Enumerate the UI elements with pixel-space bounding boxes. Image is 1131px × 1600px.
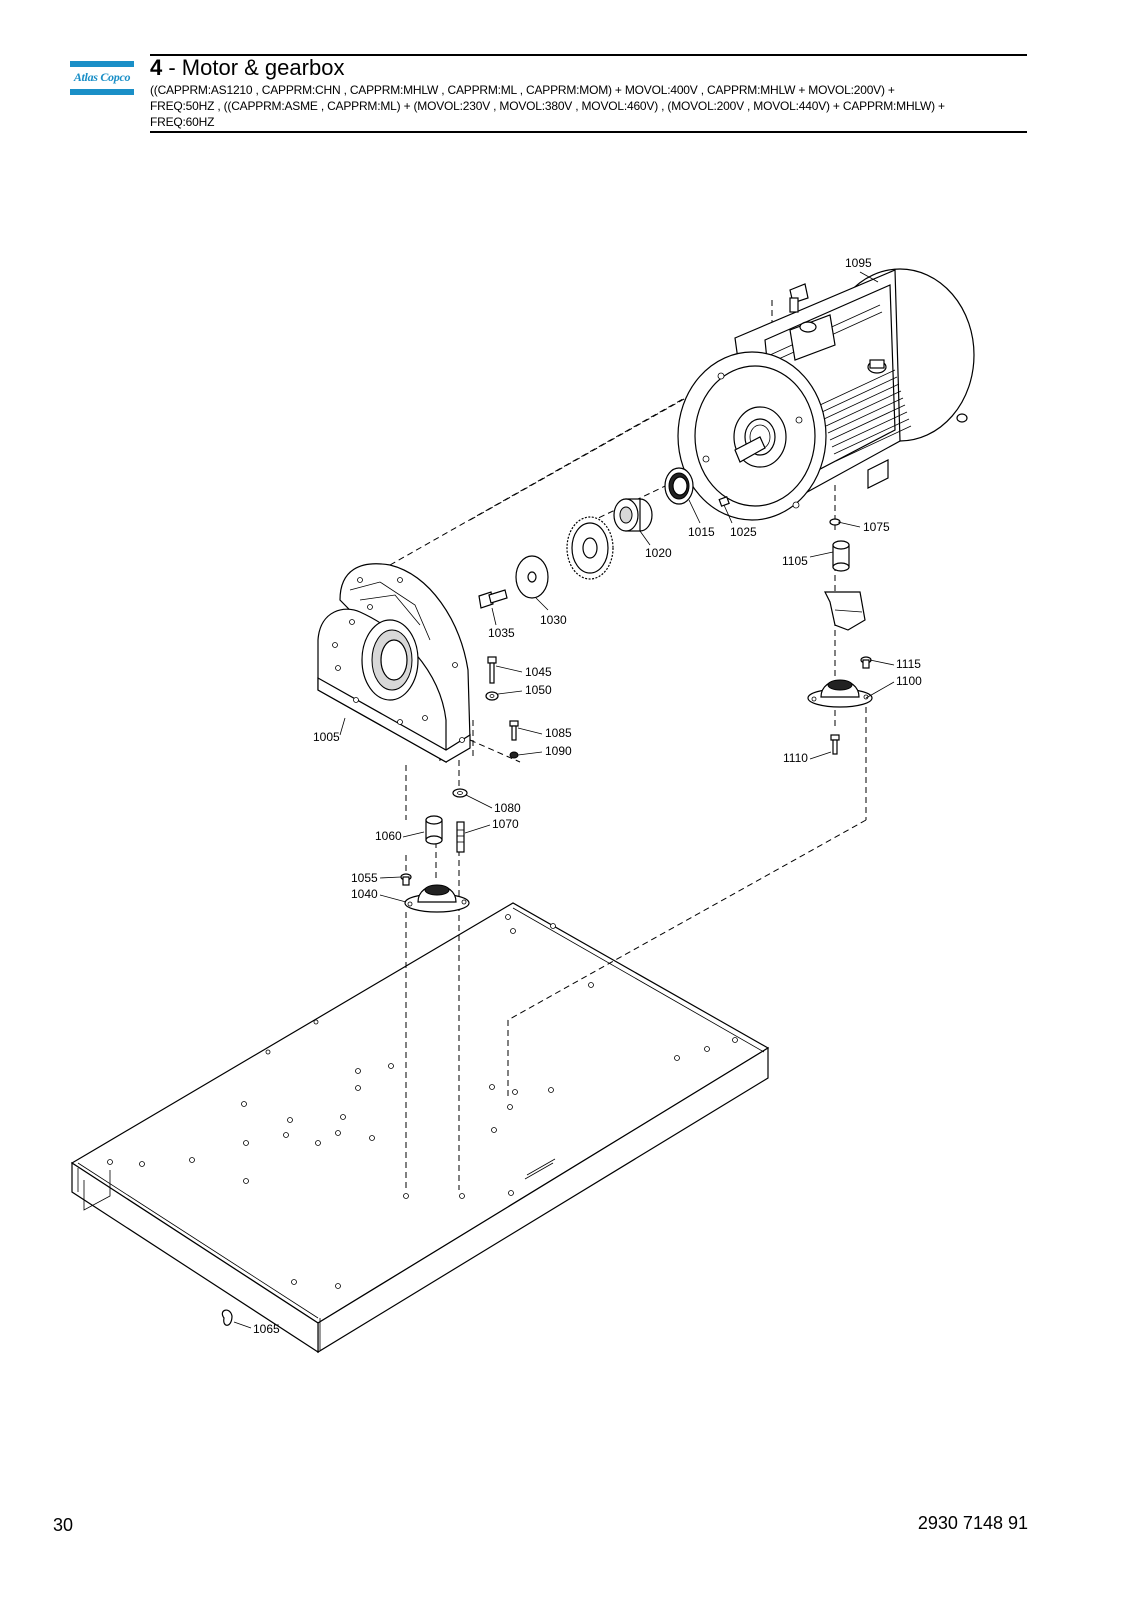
bracket [824, 591, 866, 631]
disc-1030 [515, 555, 549, 599]
callout-1090: 1090 [545, 744, 572, 758]
logo-bar-bottom [70, 89, 134, 95]
stud-1070 [456, 821, 465, 853]
callout-1015: 1015 [688, 525, 715, 539]
header-rule-top [150, 54, 1027, 56]
callout-numbers: 1095 1075 1015 1025 1020 1105 1030 1035 … [253, 256, 922, 1336]
callout-1110: 1110 [783, 751, 808, 765]
spacer-1105 [832, 540, 850, 572]
bushing-1020 [613, 498, 653, 532]
washer-1050 [485, 691, 499, 701]
motor-bolt [789, 283, 809, 313]
callout-1105: 1105 [782, 554, 808, 568]
screw-1055 [400, 873, 412, 886]
callout-1115: 1115 [896, 657, 921, 671]
washer-1090 [509, 751, 519, 759]
callout-1040: 1040 [351, 887, 378, 901]
bolt-1045 [487, 656, 497, 684]
seal-ring-1015 [664, 467, 694, 505]
leader-lines [233, 271, 895, 1329]
assembly-lines [389, 300, 867, 1190]
page-number: 30 [53, 1515, 74, 1535]
callout-1020: 1020 [645, 546, 672, 560]
mount-1100 [807, 679, 873, 708]
bolt-1035 [478, 589, 508, 609]
condition-line: ((CAPPRM:AS1210 , CAPPRM:CHN , CAPPRM:MH… [150, 83, 895, 97]
callout-1005: 1005 [313, 730, 340, 744]
callout-1085: 1085 [545, 726, 572, 740]
washer-1075 [829, 518, 841, 526]
bolt-1110 [830, 734, 840, 755]
header-rule-bottom [150, 131, 1027, 133]
electric-motor [677, 268, 975, 521]
key-1025 [718, 496, 730, 507]
condition-line: FREQ:50HZ , ((CAPPRM:ASME , CAPPRM:ML) +… [150, 99, 945, 113]
document-number: 2930 7148 91 [917, 1513, 1028, 1533]
section-title-text: - Motor & gearbox [162, 55, 345, 80]
logo-text: Atlas Copco [73, 70, 131, 84]
callout-1070: 1070 [492, 817, 519, 831]
callout-1050: 1050 [525, 683, 552, 697]
callout-1030: 1030 [540, 613, 567, 627]
spacer-1060 [425, 815, 443, 845]
base-frame [70, 902, 770, 1354]
washer-1080 [452, 788, 468, 798]
section-title: 4 - Motor & gearbox [150, 55, 344, 81]
section-number: 4 [150, 55, 163, 80]
callout-1035: 1035 [488, 626, 515, 640]
logo-bar-top [70, 61, 134, 67]
section-conditions: ((CAPPRM:AS1210 , CAPPRM:CHN , CAPPRM:MH… [150, 82, 1020, 130]
clip-1065 [221, 1309, 233, 1326]
callout-1025: 1025 [730, 525, 757, 539]
base-frame-holes [107, 914, 738, 1289]
condition-line: FREQ:60HZ [150, 115, 215, 129]
gearbox-housing [317, 563, 471, 764]
callout-1065: 1065 [253, 1322, 280, 1336]
mount-1040 [404, 884, 470, 913]
callout-1100: 1100 [896, 674, 922, 688]
callout-1055: 1055 [351, 871, 378, 885]
callout-1095: 1095 [845, 256, 872, 270]
atlas-copco-logo: Atlas Copco [70, 61, 134, 95]
gear-1030 [566, 516, 614, 580]
callout-1080: 1080 [494, 801, 521, 815]
callout-1045: 1045 [525, 665, 552, 679]
callout-1060: 1060 [375, 829, 402, 843]
bolt-1085 [509, 720, 519, 741]
screw-1115 [860, 656, 872, 669]
callout-1075: 1075 [863, 520, 890, 534]
